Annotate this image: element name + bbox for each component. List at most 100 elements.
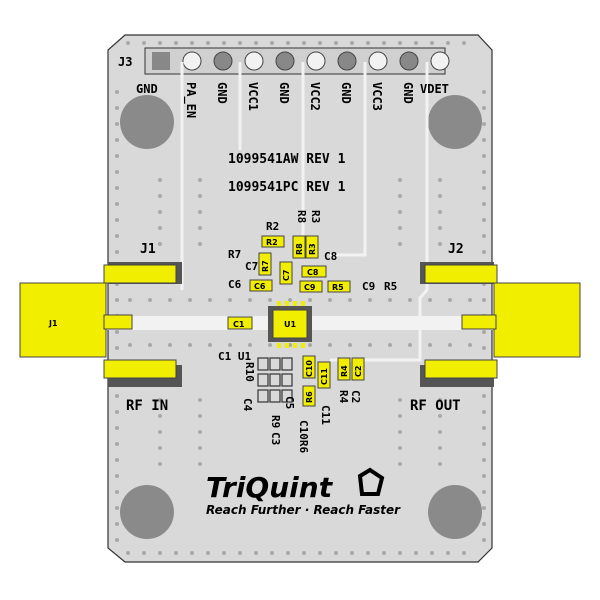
via bbox=[482, 490, 486, 494]
via bbox=[128, 343, 132, 347]
via bbox=[482, 186, 486, 190]
silk-c6: C6 bbox=[228, 278, 242, 291]
r6-component bbox=[302, 385, 316, 407]
pin-label-pa_en: PA_EN bbox=[183, 82, 198, 118]
header-pin-pa_en bbox=[182, 51, 202, 71]
r5-comp-label: R5 bbox=[332, 283, 344, 292]
via bbox=[238, 41, 242, 45]
via bbox=[238, 551, 242, 555]
via bbox=[398, 414, 402, 418]
via bbox=[398, 210, 402, 214]
via bbox=[228, 343, 232, 347]
header-pin-vcc2 bbox=[306, 51, 326, 71]
header-pin-vcc1 bbox=[244, 51, 264, 71]
silk-c10-r6: C10R6 bbox=[297, 420, 310, 453]
via bbox=[438, 242, 442, 246]
c8-component bbox=[301, 265, 327, 278]
u1-pin bbox=[301, 301, 305, 306]
via bbox=[148, 298, 152, 302]
u1-pin bbox=[293, 301, 297, 306]
mounting-hole-bottom-left bbox=[120, 485, 174, 539]
u1-label: U1 bbox=[284, 320, 296, 329]
via bbox=[148, 343, 152, 347]
via bbox=[198, 210, 202, 214]
via bbox=[446, 551, 450, 555]
via bbox=[438, 398, 442, 402]
via bbox=[328, 343, 332, 347]
via bbox=[462, 41, 466, 45]
via bbox=[115, 346, 119, 350]
via bbox=[482, 506, 486, 510]
r5-component bbox=[327, 280, 351, 293]
via bbox=[482, 234, 486, 238]
via bbox=[482, 346, 486, 350]
via bbox=[286, 41, 290, 45]
r4-component bbox=[337, 357, 351, 381]
via bbox=[254, 41, 258, 45]
via bbox=[158, 462, 162, 466]
r2-component bbox=[261, 235, 285, 248]
dc-traces bbox=[180, 62, 429, 362]
j1-silk-label: J1 bbox=[140, 242, 156, 257]
u1-pins bbox=[277, 301, 305, 348]
silk-c11: C11 bbox=[319, 405, 332, 425]
via bbox=[208, 343, 212, 347]
via bbox=[115, 202, 119, 206]
via bbox=[190, 551, 194, 555]
r7-component bbox=[258, 252, 272, 276]
via bbox=[448, 298, 452, 302]
via bbox=[188, 298, 192, 302]
header-pin-gnd bbox=[213, 51, 233, 71]
via bbox=[115, 250, 119, 254]
logo-name: TriQuint bbox=[206, 471, 334, 504]
via bbox=[482, 218, 486, 222]
silk-r3: R3 bbox=[309, 210, 322, 223]
j1-center-pin bbox=[103, 314, 133, 330]
via bbox=[398, 551, 402, 555]
via bbox=[198, 226, 202, 230]
via bbox=[198, 178, 202, 182]
via bbox=[270, 41, 274, 45]
via bbox=[115, 490, 119, 494]
triquint-logo: TriQuint Reach Further · Reach Faster bbox=[206, 467, 401, 517]
j2-ground-tab-top bbox=[424, 264, 498, 284]
via bbox=[368, 343, 372, 347]
pin-label-gnd: GND bbox=[339, 82, 353, 104]
via bbox=[482, 170, 486, 174]
c11-comp-label: C11 bbox=[320, 368, 329, 385]
via bbox=[438, 178, 442, 182]
via bbox=[198, 414, 202, 418]
header-pin-vcc3 bbox=[368, 51, 388, 71]
header-pin-gnd bbox=[399, 51, 419, 71]
via bbox=[115, 410, 119, 414]
via bbox=[482, 410, 486, 414]
u1-pin bbox=[285, 343, 289, 348]
via bbox=[158, 398, 162, 402]
via bbox=[414, 41, 418, 45]
j2-silk-label: J2 bbox=[448, 242, 464, 257]
via bbox=[348, 343, 352, 347]
via bbox=[318, 41, 322, 45]
silk-c5: C5 bbox=[283, 396, 296, 409]
via bbox=[115, 106, 119, 110]
via bbox=[115, 506, 119, 510]
sma-connector-j1 bbox=[19, 282, 107, 358]
via bbox=[168, 343, 172, 347]
mounting-hole-top-left bbox=[120, 95, 174, 149]
sma-connector-j2 bbox=[493, 282, 581, 358]
via bbox=[462, 551, 466, 555]
via bbox=[438, 462, 442, 466]
via bbox=[115, 90, 119, 94]
r2-label: R2 bbox=[266, 238, 278, 247]
via bbox=[115, 122, 119, 126]
via bbox=[398, 462, 402, 466]
via bbox=[222, 41, 226, 45]
via bbox=[115, 154, 119, 158]
via bbox=[414, 551, 418, 555]
pin-label-vcc1: VCC1 bbox=[246, 82, 260, 111]
silk-r5: R5 bbox=[384, 280, 397, 293]
r3-comp-label: R3 bbox=[308, 243, 317, 255]
via bbox=[482, 202, 486, 206]
silk-c1-u1: C1 U1 bbox=[218, 350, 251, 363]
